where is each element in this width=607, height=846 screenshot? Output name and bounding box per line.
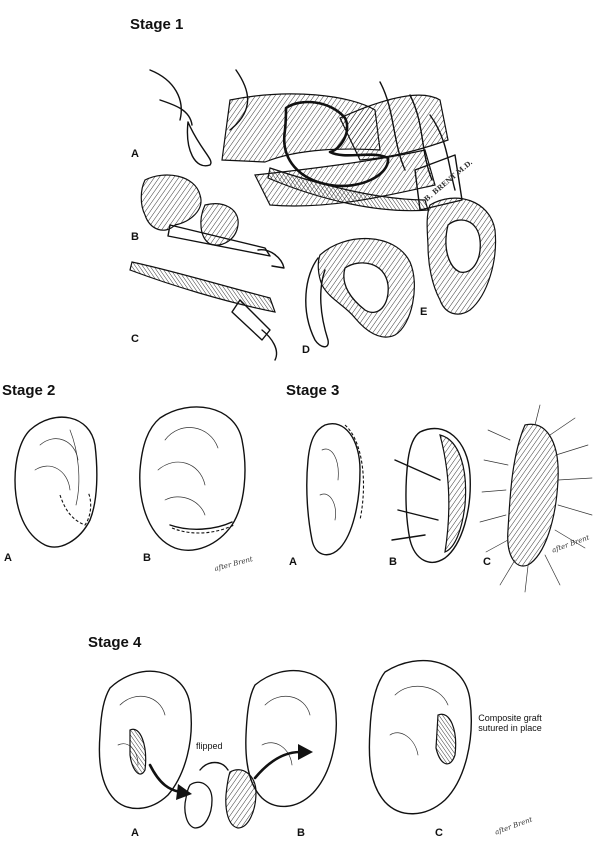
stage3-label-a: A — [289, 556, 297, 568]
stage2-label-a: A — [4, 552, 12, 564]
stage2-panel-b-lobule-healed — [139, 406, 246, 551]
stage1-panel-b-carving-frame — [140, 174, 285, 269]
stage1-panel-e-finished-frame — [426, 197, 497, 315]
stage3-panel-c-skin-graft — [479, 404, 593, 593]
stage1-panel-d-assembled-frame — [305, 237, 415, 348]
stage4-panel-a-composite-graft — [184, 761, 257, 829]
stage1-panel-a-rib-harvest — [149, 69, 463, 212]
stage3-label-c: C — [483, 556, 491, 568]
stage1-label-c: C — [131, 333, 139, 345]
stage1-panel-c-helix-strip — [129, 261, 278, 361]
transfer-arrow-a — [148, 763, 182, 794]
stage3-heading: Stage 3 — [286, 382, 340, 399]
stage1-label-e: E — [420, 306, 428, 318]
stage4-heading: Stage 4 — [88, 634, 142, 651]
stage4-label-a: A — [131, 827, 139, 839]
stage4-panel-c-graft-sutured — [368, 659, 472, 815]
stage3-panel-b-elevation — [391, 427, 471, 563]
stage2-label-b: B — [143, 552, 151, 564]
stage1-label-b: B — [131, 231, 139, 243]
stage4-panel-b-recipient-ear — [245, 669, 337, 808]
transfer-arrowhead-a — [176, 784, 192, 800]
stage1-label-d: D — [302, 344, 310, 356]
transfer-arrow-b — [253, 750, 302, 780]
stage4-label-b: B — [297, 827, 305, 839]
stage2-panel-a-lobule-transposition — [14, 416, 98, 548]
stage1-heading: Stage 1 — [130, 16, 184, 33]
stage3-label-b: B — [389, 556, 397, 568]
stage3-panel-a-ear-outline — [306, 423, 365, 556]
flipped-caption: flipped — [196, 741, 223, 751]
stage4-panel-a-donor-ear — [98, 670, 192, 810]
stage2-heading: Stage 2 — [2, 382, 56, 399]
transfer-arrowhead-b — [298, 744, 313, 760]
composite-graft-caption: Composite graft sutured in place — [470, 713, 550, 733]
composite-graft-caption-line1: Composite graft — [478, 713, 542, 723]
stage1-label-a: A — [131, 148, 139, 160]
composite-graft-caption-line2: sutured in place — [478, 723, 542, 733]
stage4-label-c: C — [435, 827, 443, 839]
